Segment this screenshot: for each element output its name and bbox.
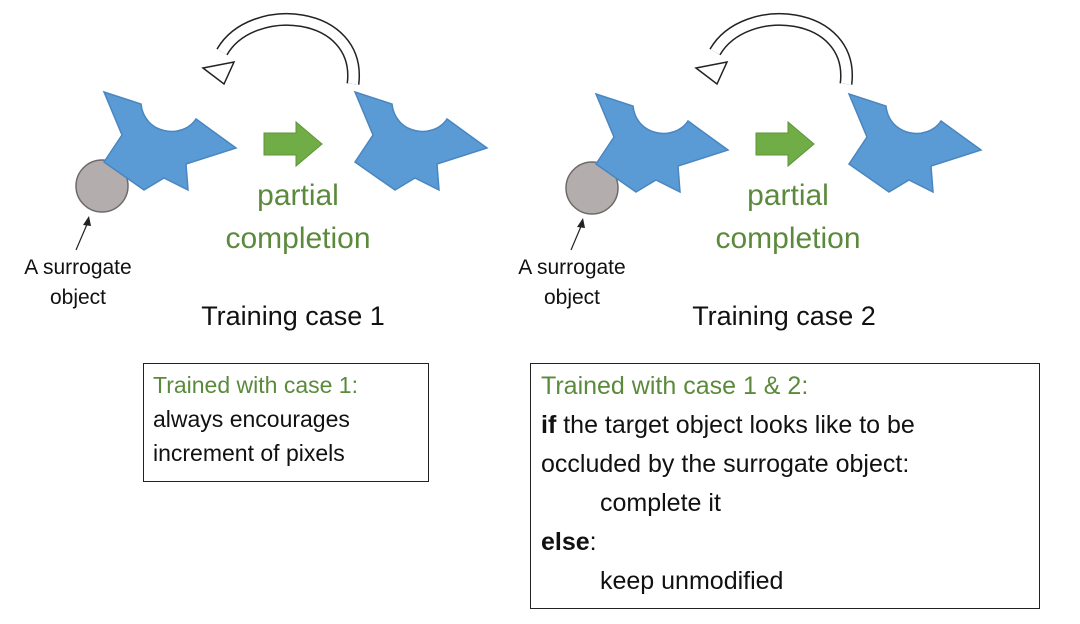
case2-surrogate-circle [565,161,619,215]
case2-arrow-label-line1: partial [747,179,829,212]
case2-rule-line3: complete it [600,489,721,517]
case1-green-arrow-icon [263,120,323,168]
case2-green-arrow-icon [755,120,815,168]
case2-surrogate-label: A surrogate object [502,253,642,313]
if-keyword: if [541,411,557,439]
case1-surrogate-label: A surrogate object [8,253,148,313]
else-colon: : [589,528,597,556]
case2-rule-else-line: else: [541,528,597,557]
if-condition-text: the target object looks like to be [556,411,915,439]
else-keyword: else [541,528,590,556]
case1-rule-line2: increment of pixels [153,440,345,466]
case2-surrogate-label-line2: object [543,286,601,309]
case2-pointer-arrowhead-icon [577,218,585,228]
case2-rule-heading: Trained with case 1 & 2: [541,372,809,400]
case1-group [75,13,488,251]
case2-surrogate-label-line1: A surrogate [518,256,626,279]
case1-curved-arrow-icon [201,13,360,86]
case2-rule-line2: occluded by the surrogate object: [541,450,910,478]
case1-pointer-arrowhead-icon [83,216,91,226]
case1-arrow-label-line2: completion [225,222,371,255]
case1-rule-heading: Trained with case 1: [153,372,358,398]
case1-title: Training case 1 [201,301,385,331]
case2-title: Training case 2 [692,301,876,331]
case2-pointer-line [570,223,583,251]
case1-arrow-label: partial completion [198,174,398,260]
case2-rule-if-line: if the target object looks like to be [541,411,915,440]
case1-rule-line1: always encourages [153,406,350,432]
case2-arrow-label-line2: completion [715,222,861,255]
case2-curved-arrow-icon [694,13,853,86]
case2-rule-line5: keep unmodified [600,567,784,595]
case2-arrow-label: partial completion [688,174,888,260]
case1-surrogate-label-line2: object [49,286,107,309]
case1-rule-box: Trained with case 1: always encourages i… [143,363,429,482]
case1-surrogate-label-line1: A surrogate [24,256,132,279]
case1-surrogate-circle [75,159,129,213]
case2-group [565,13,982,251]
case1-pointer-line [75,221,89,251]
case1-arrow-label-line1: partial [257,179,339,212]
case2-rule-box: Trained with case 1 & 2: if the target o… [530,363,1040,609]
